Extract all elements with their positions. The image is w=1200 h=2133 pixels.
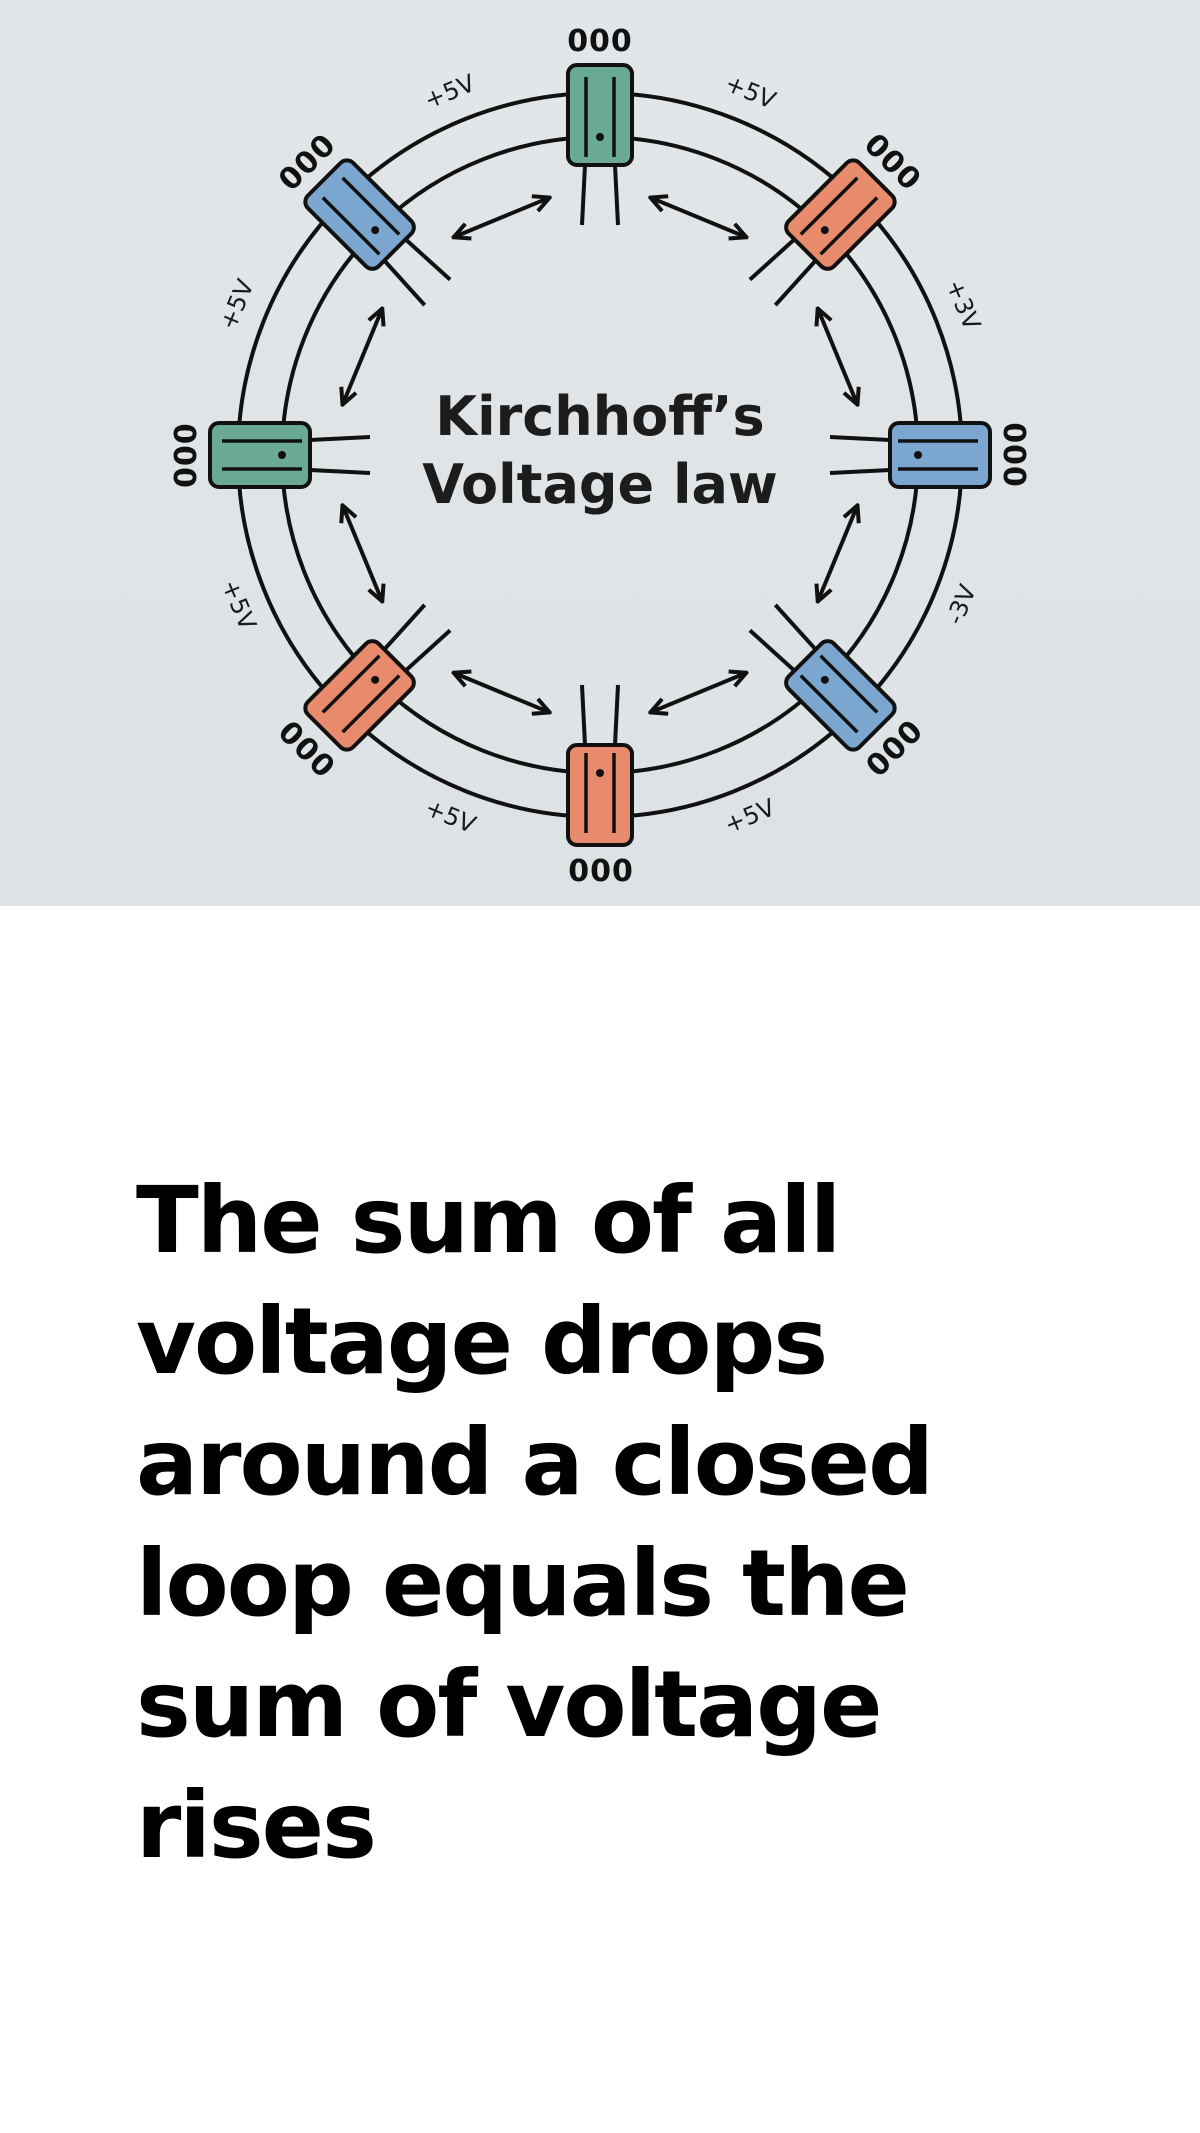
component-pin-label: 000 — [567, 851, 633, 886]
kvl-diagram-panel: 000 000 000 000 000 000 000 000 +5V +3V -3V +5V +5V… — [0, 0, 1200, 906]
current-arrow — [455, 198, 547, 236]
voltage-label: +5V — [721, 69, 780, 115]
component-pin-label: 000 — [996, 422, 1031, 488]
component-dot — [914, 451, 922, 459]
component-dot — [596, 769, 604, 777]
component-inner-line — [341, 674, 401, 734]
component-inner-line — [819, 654, 879, 714]
component-body — [208, 421, 312, 489]
diagram-title-line1: Kirchhoff’s — [435, 385, 764, 448]
current-arrow — [819, 310, 857, 402]
component-body — [784, 158, 897, 271]
component-body — [303, 639, 416, 752]
voltage-label: +5V — [720, 793, 779, 839]
component-dot — [596, 133, 604, 141]
component-dot — [820, 675, 829, 684]
circuit-component: 000 — [748, 603, 928, 783]
component-inner-line — [341, 176, 401, 236]
voltage-label: -3V — [941, 580, 983, 629]
component-inner-line — [321, 196, 381, 256]
component-dot — [371, 226, 380, 235]
component-dot — [820, 226, 829, 235]
circuit-component: 000 — [829, 421, 1031, 489]
component-pin-label: 000 — [567, 24, 633, 59]
component-body — [784, 639, 897, 752]
component-pin-label: 000 — [169, 422, 204, 488]
circuit-component: 000 — [748, 127, 928, 307]
current-arrows-layer — [343, 198, 856, 711]
current-arrow — [652, 674, 744, 712]
component-body — [566, 743, 634, 847]
kvl-diagram: 000 000 000 000 000 000 000 000 +5V +3V -3V +5V +5V… — [169, 24, 1031, 886]
voltage-label: +5V — [421, 793, 480, 839]
component-dot — [278, 451, 286, 459]
component-dot — [371, 675, 380, 684]
component-body — [888, 421, 992, 489]
voltage-label: +5V — [216, 575, 262, 634]
current-arrow — [819, 507, 857, 599]
component-inner-line — [321, 654, 381, 714]
diagram-title-line2: Voltage law — [422, 453, 778, 516]
component-body — [303, 158, 416, 271]
component-inner-line — [799, 674, 859, 734]
circuit-component: 000 — [272, 603, 452, 783]
circuit-component: 000 — [169, 421, 371, 489]
voltage-label: +5V — [214, 275, 260, 334]
kvl-caption: The sum of all voltage drops around a cl… — [136, 1167, 934, 1879]
current-arrow — [343, 310, 381, 402]
component-inner-line — [799, 176, 859, 236]
component-body — [566, 63, 634, 167]
current-arrow — [652, 198, 744, 236]
voltage-label: +3V — [940, 275, 986, 334]
circuit-component: 000 — [272, 127, 452, 307]
circuit-component: 000 — [566, 684, 634, 886]
circuit-component: 000 — [566, 24, 634, 226]
component-inner-line — [819, 196, 879, 256]
voltage-label: +5V — [420, 69, 479, 115]
current-arrow — [343, 507, 381, 599]
current-arrow — [455, 674, 547, 712]
